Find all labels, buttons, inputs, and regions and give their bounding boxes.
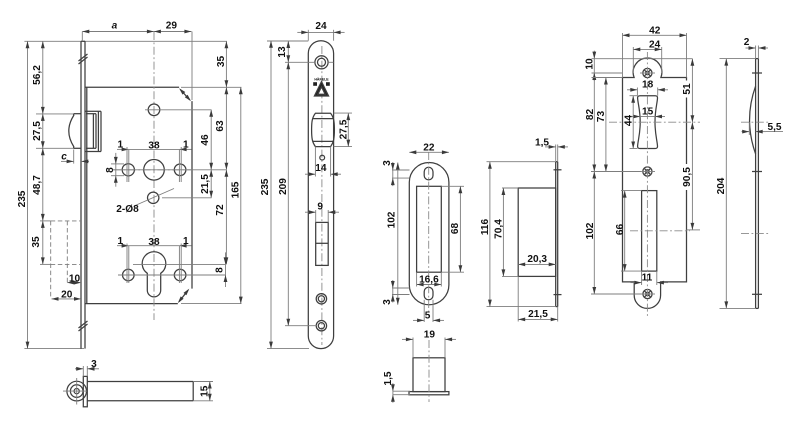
svg-text:22: 22: [423, 142, 435, 153]
svg-text:21,5: 21,5: [200, 174, 211, 194]
svg-text:5: 5: [425, 310, 431, 321]
svg-text:72: 72: [215, 204, 226, 216]
svg-text:90,5: 90,5: [682, 167, 693, 187]
svg-text:56,2: 56,2: [32, 65, 43, 85]
svg-text:24: 24: [649, 40, 661, 51]
svg-text:73: 73: [596, 111, 607, 123]
svg-text:11: 11: [642, 273, 653, 284]
svg-text:19: 19: [424, 329, 436, 340]
svg-text:116: 116: [480, 218, 491, 235]
svg-text:102: 102: [387, 211, 398, 228]
svg-text:165: 165: [231, 181, 242, 198]
svg-text:15: 15: [199, 385, 210, 397]
svg-text:235: 235: [17, 190, 28, 207]
svg-text:14: 14: [315, 163, 327, 174]
svg-text:20,3: 20,3: [527, 254, 547, 265]
svg-text:35: 35: [31, 236, 42, 248]
svg-text:42: 42: [649, 26, 661, 37]
svg-text:9: 9: [317, 201, 323, 212]
svg-text:24: 24: [315, 21, 327, 32]
svg-text:2: 2: [744, 37, 750, 48]
svg-text:204: 204: [716, 177, 727, 194]
svg-text:29: 29: [166, 21, 178, 32]
svg-text:5,5: 5,5: [767, 122, 781, 133]
svg-text:35: 35: [216, 56, 227, 68]
svg-text:48,7: 48,7: [32, 175, 43, 195]
svg-text:70,4: 70,4: [494, 219, 505, 239]
svg-text:10: 10: [69, 273, 81, 284]
svg-text:21,5: 21,5: [528, 309, 548, 320]
svg-text:235: 235: [260, 178, 271, 195]
svg-text:3: 3: [91, 359, 97, 370]
svg-text:102: 102: [585, 222, 596, 239]
svg-text:1,5: 1,5: [383, 371, 394, 385]
svg-text:c: c: [61, 152, 67, 163]
svg-text:209: 209: [278, 178, 289, 195]
svg-text:38: 38: [148, 141, 160, 152]
svg-text:8: 8: [215, 267, 226, 273]
svg-text:3: 3: [382, 160, 393, 166]
svg-text:1: 1: [117, 236, 123, 247]
svg-text:1,5: 1,5: [535, 137, 549, 148]
svg-text:16,6: 16,6: [419, 274, 439, 285]
svg-text:1: 1: [117, 140, 123, 151]
svg-text:1: 1: [183, 236, 189, 247]
svg-text:1: 1: [183, 140, 189, 151]
svg-text:2-Ø8: 2-Ø8: [116, 204, 139, 215]
svg-text:a: a: [112, 21, 118, 32]
svg-text:51: 51: [682, 83, 693, 95]
svg-text:82: 82: [585, 109, 596, 121]
svg-text:3: 3: [382, 299, 393, 305]
svg-text:44: 44: [623, 115, 634, 127]
svg-text:10: 10: [584, 58, 595, 70]
svg-text:13: 13: [277, 46, 288, 58]
svg-text:27,5: 27,5: [338, 119, 349, 139]
svg-text:20: 20: [61, 289, 73, 300]
svg-text:15: 15: [642, 107, 654, 118]
svg-text:38: 38: [148, 237, 160, 248]
svg-text:66: 66: [615, 224, 626, 236]
svg-text:46: 46: [200, 134, 211, 146]
svg-text:8: 8: [105, 167, 116, 173]
svg-text:27,5: 27,5: [32, 121, 43, 141]
svg-text:HÄFELE: HÄFELE: [314, 77, 329, 81]
svg-text:68: 68: [450, 223, 461, 235]
svg-text:63: 63: [215, 120, 226, 132]
svg-text:18: 18: [642, 80, 654, 91]
